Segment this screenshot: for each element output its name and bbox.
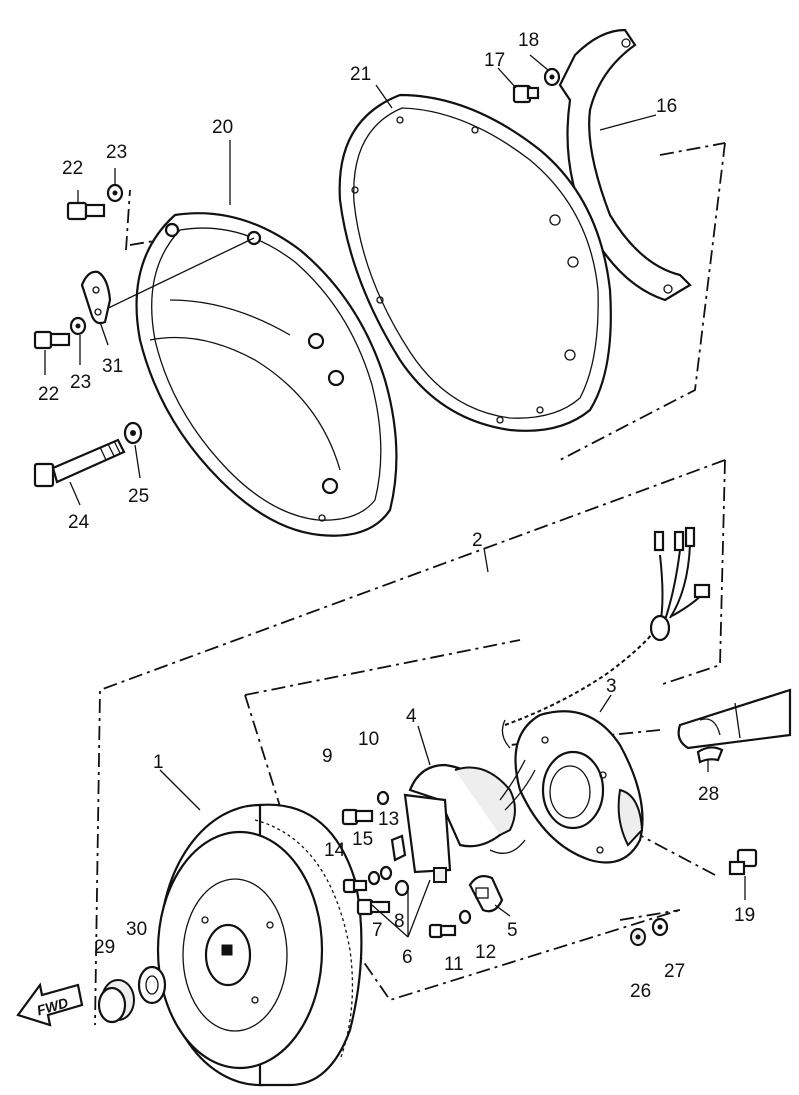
part-7-screw: [356, 898, 391, 916]
label-4: 4: [406, 706, 417, 727]
label-31: 31: [102, 356, 123, 377]
part-22-bolt-lower: [33, 330, 71, 350]
part-labels: 1 2 3 4 5 6 7 8 9 10 11 12 13 14 15 16 1…: [38, 30, 755, 1002]
label-24: 24: [68, 512, 90, 533]
part-17-bolt: [512, 84, 540, 104]
label-3: 3: [606, 676, 617, 697]
label-23-upper: 23: [106, 142, 127, 163]
part-18-washer: [543, 67, 561, 87]
part-9-screw: [341, 808, 374, 826]
label-25: 25: [128, 486, 149, 507]
part-15-washer: [367, 865, 393, 886]
part-29-nut: [97, 979, 135, 1024]
label-22-lower: 22: [38, 384, 59, 405]
part-5-connector: [468, 875, 504, 913]
part-27-washer: [651, 917, 669, 937]
label-28: 28: [698, 784, 719, 805]
wire-harness: [501, 526, 711, 749]
label-17: 17: [484, 50, 505, 71]
shaft: [677, 688, 792, 750]
label-19: 19: [734, 905, 755, 926]
part-31-bracket: [80, 270, 112, 325]
part-14-screw: [342, 878, 368, 894]
label-21: 21: [350, 64, 371, 85]
label-15: 15: [352, 829, 373, 850]
label-16: 16: [656, 96, 677, 117]
label-9: 9: [322, 746, 333, 767]
part-1-flywheel: [156, 803, 363, 1087]
leader-lines: [44, 54, 746, 938]
part-23-washer-upper: [106, 183, 124, 203]
label-26: 26: [630, 981, 651, 1002]
part-4-coil: [403, 759, 536, 883]
part-3-stator-plate: [514, 710, 644, 864]
label-12: 12: [475, 942, 496, 963]
part-30-washer: [137, 965, 167, 1005]
part-12-washer: [458, 909, 472, 925]
part-19-bolt: [728, 848, 758, 876]
part-8-washer: [394, 879, 410, 897]
label-13: 13: [378, 809, 399, 830]
part-26-nut: [630, 928, 646, 946]
part-10-washer: [376, 790, 390, 806]
label-6: 6: [402, 947, 413, 968]
label-1: 1: [153, 752, 164, 773]
part-24-long-bolt: [33, 438, 126, 488]
label-8: 8: [394, 911, 405, 932]
part-13-plate: [390, 834, 407, 862]
part-20-cover: [99, 212, 398, 537]
part-25-washer: [123, 421, 143, 445]
label-27: 27: [664, 961, 685, 982]
label-22-upper: 22: [62, 158, 83, 179]
part-28-key: [696, 746, 724, 764]
label-2: 2: [472, 530, 483, 551]
label-20: 20: [212, 117, 233, 138]
part-11-screw: [428, 923, 457, 939]
label-14: 14: [324, 840, 346, 861]
label-30: 30: [126, 919, 147, 940]
label-11: 11: [444, 954, 464, 975]
label-18: 18: [518, 30, 539, 51]
label-5: 5: [507, 920, 518, 941]
label-7: 7: [372, 920, 383, 941]
label-10: 10: [358, 729, 379, 750]
fwd-arrow: FWD: [16, 982, 84, 1027]
part-21-gasket: [338, 93, 612, 432]
label-29: 29: [94, 937, 115, 958]
label-23-lower: 23: [70, 372, 91, 393]
part-22-bolt-upper: [66, 201, 106, 221]
part-23-washer-lower: [69, 316, 87, 336]
